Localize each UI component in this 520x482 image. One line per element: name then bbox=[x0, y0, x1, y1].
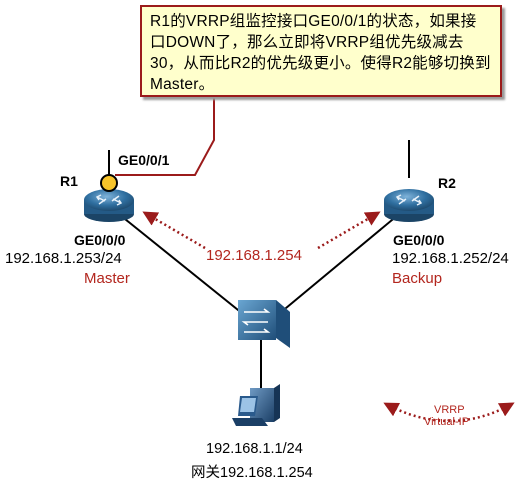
switch-icon[interactable] bbox=[238, 300, 290, 348]
pc-gateway-label: 网关192.168.1.254 bbox=[191, 465, 313, 481]
r2-switch-link bbox=[273, 214, 399, 319]
r2-name-label: R2 bbox=[438, 175, 456, 191]
r1-ip-label: 192.168.1.253/24 bbox=[5, 250, 122, 267]
r2-ip-label: 192.168.1.252/24 bbox=[392, 250, 509, 267]
r2-interface-label: GE0/0/0 bbox=[393, 232, 445, 248]
virtual-ip-arrow-right bbox=[317, 211, 381, 250]
callout-leader-line bbox=[115, 97, 215, 176]
router-icon[interactable] bbox=[84, 189, 134, 222]
legend-arrow bbox=[383, 402, 515, 423]
pc-icon[interactable] bbox=[232, 384, 280, 426]
virtual-ip-label: 192.168.1.254 bbox=[206, 247, 302, 264]
vrrp-track-callout: R1的VRRP组监控接口GE0/0/1的状态，如果接口DOWN了，那么立即将VR… bbox=[140, 5, 502, 97]
virtual-ip-arrow-left bbox=[142, 211, 206, 250]
router-icon[interactable] bbox=[384, 189, 434, 222]
r2-role-label: Backup bbox=[392, 270, 443, 287]
r1-interface-label: GE0/0/0 bbox=[74, 232, 126, 248]
r1-monitored-interface-label: GE0/0/1 bbox=[118, 152, 170, 168]
r1-role-label: Master bbox=[84, 270, 130, 287]
legend-vrrp-label: VRRP bbox=[434, 404, 465, 416]
monitor-interface-dot bbox=[100, 174, 118, 192]
r1-switch-link bbox=[119, 214, 249, 319]
r1-name-label: R1 bbox=[60, 173, 78, 189]
pc-ip-label: 192.168.1.1/24 bbox=[206, 441, 303, 457]
legend-virtual-ip-label: Virtual-IP bbox=[424, 416, 470, 428]
